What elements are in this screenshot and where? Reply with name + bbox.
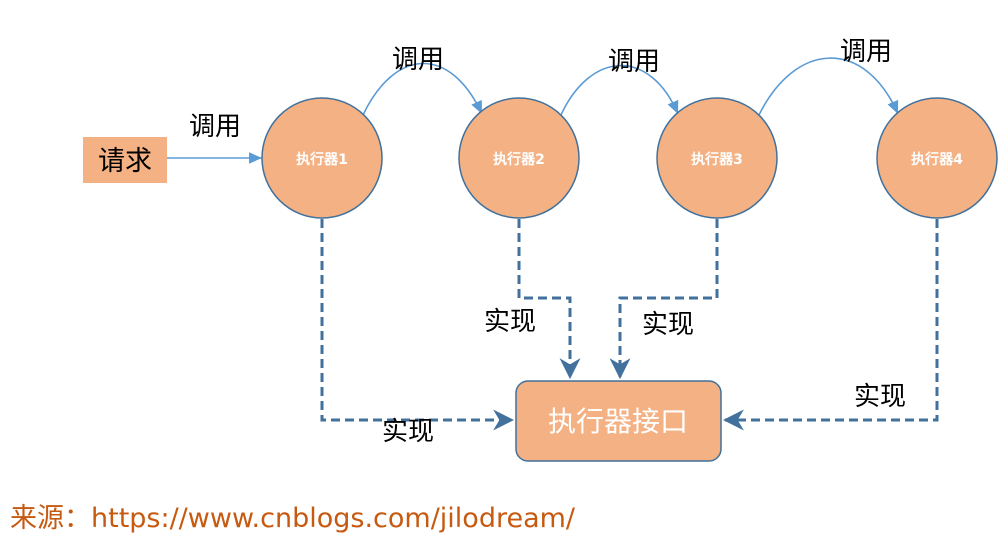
executor-circle (876, 97, 998, 219)
executor-node-3: 执行器3 (656, 97, 778, 219)
call-label-request: 调用 (189, 112, 241, 142)
implement-arrow-executor3 (609, 219, 719, 380)
call-label-1-2: 调用 (392, 45, 444, 75)
request-label: 请求 (98, 146, 152, 177)
call-arrow-executor3-to-executor4 (757, 57, 899, 118)
executor-circle (656, 97, 778, 219)
source-prefix: 来源： (10, 503, 91, 534)
implement-arrow-executor1 (320, 219, 515, 431)
source-url[interactable]: https://www.cnblogs.com/jilodream/ (91, 503, 576, 534)
executor-circle (261, 97, 383, 219)
executor-node-4: 执行器4 (876, 97, 998, 219)
executor-node-2: 执行器2 (458, 97, 580, 219)
implement-label-1: 实现 (382, 417, 434, 447)
call-arrow-executor1-to-executor2 (362, 62, 483, 116)
executor-circle (458, 97, 580, 219)
executor-interface-box: 执行器接口 (515, 380, 722, 462)
executor-label: 执行器2 (493, 151, 545, 168)
call-arrow-executor2-to-executor3 (559, 64, 679, 118)
executor-node-1: 执行器1 (261, 97, 383, 219)
executor-label: 执行器4 (911, 151, 963, 168)
source-attribution: 来源：https://www.cnblogs.com/jilodream/ (10, 496, 575, 535)
interface-label: 执行器接口 (548, 405, 688, 438)
call-label-2-3: 调用 (608, 47, 660, 77)
executor-label: 执行器3 (691, 151, 743, 168)
implement-label-3: 实现 (642, 310, 694, 340)
implement-arrow-executor4 (722, 219, 939, 431)
request-box-shape (83, 137, 167, 183)
implement-label-2: 实现 (484, 307, 536, 337)
executor-label: 执行器1 (296, 151, 348, 168)
implement-arrow-executor2 (517, 219, 581, 380)
implement-label-4: 实现 (854, 382, 906, 412)
call-label-3-4: 调用 (840, 37, 892, 67)
request-box: 请求 (83, 137, 167, 183)
interface-box-shape (515, 380, 722, 462)
